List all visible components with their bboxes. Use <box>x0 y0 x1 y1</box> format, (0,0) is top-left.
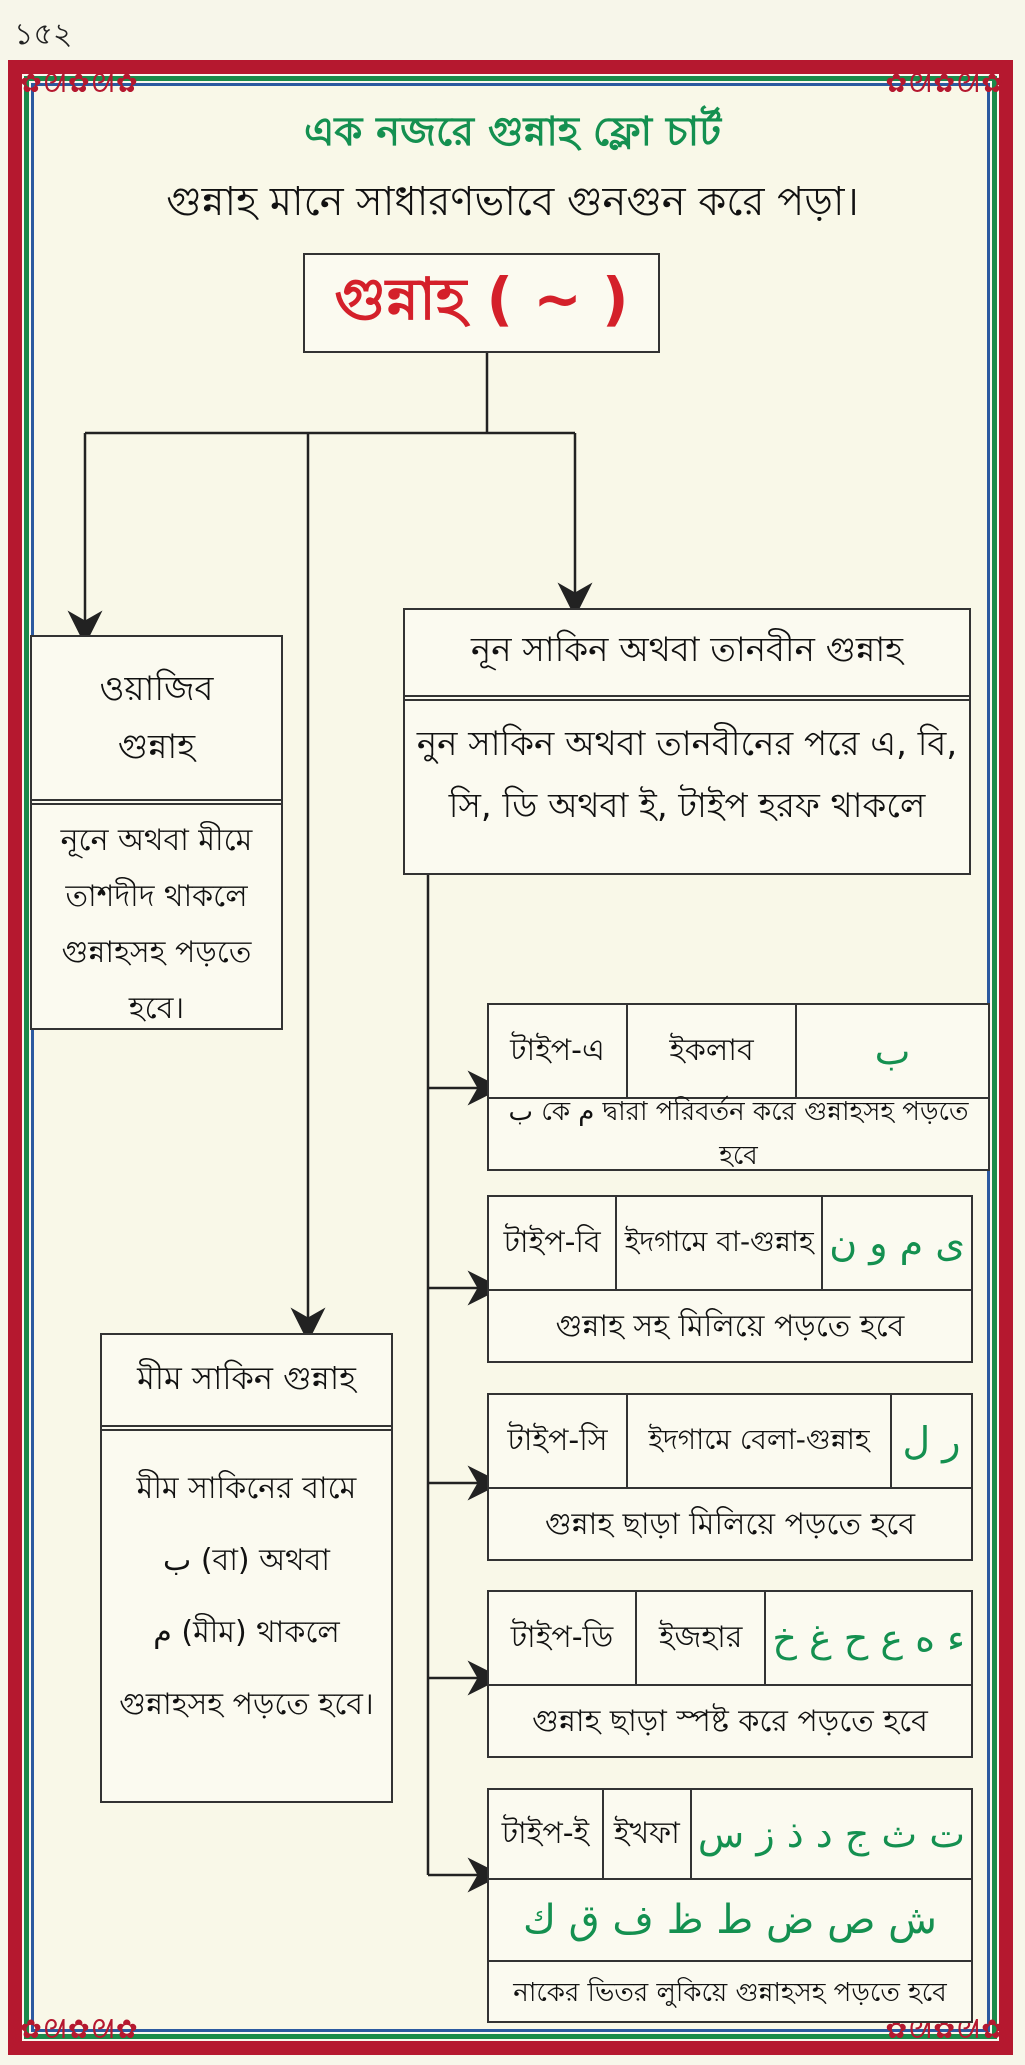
type-e-label: টাইপ-ই <box>489 1790 604 1878</box>
wajib-body-line2: তাশদীদ থাকলে <box>65 879 248 914</box>
meem-body-line3: م (মীম) থাকলে <box>153 1615 340 1650</box>
type-b-rule: গুন্নাহ সহ মিলিয়ে পড়তে হবে <box>555 1308 905 1344</box>
nun-body-line1: নুন সাকিন অথবা তানবীনের পরে এ, বি, <box>416 724 958 764</box>
chart-title: এক নজরে গুন্নাহ ফ্লো চার্ট <box>303 109 722 155</box>
meem-body-line1: মীম সাকিনের বামে <box>136 1471 357 1506</box>
ornament-top-left: ✿ᘛ✿ᘛ✿ <box>20 69 140 99</box>
type-d-name: ইজহার <box>637 1592 767 1684</box>
page-number: ১৫২ <box>14 17 73 52</box>
type-c-letters: ر ل <box>902 1419 961 1463</box>
meem-header: মীম সাকিন গুন্নাহ <box>102 1335 391 1431</box>
nun-header: নূন সাকিন অথবা তানবীন গুন্নাহ <box>405 610 969 701</box>
type-b-header-row: টাইপ-বি ইদগামে বা-গুন্নাহ ی م و ن <box>489 1197 971 1291</box>
wajib-ghunnah-box: ওয়াজিব গুন্নাহ নূনে অথবা মীমে তাশদীদ থা… <box>30 635 283 1030</box>
ornament-top-right: ✿ᘛ✿ᘛ✿ <box>885 69 1005 99</box>
type-b-name: ইদগামে বা-গুন্নাহ <box>617 1197 824 1289</box>
root-node: গুন্নাহ ( ~ ) <box>303 253 660 353</box>
wajib-header: ওয়াজিব গুন্নাহ <box>32 637 281 805</box>
chart-subtitle: গুন্নাহ মানে সাধারণভাবে গুনগুন করে পড়া। <box>166 179 859 225</box>
type-e-letters: ت ث ج د ذ ز س <box>697 1812 965 1856</box>
type-c-header-row: টাইপ-সি ইদগামে বেলা-গুন্নাহ ر ل <box>489 1395 971 1489</box>
root-label: গুন্নাহ ( ~ ) <box>334 264 629 333</box>
type-e-letters-row2: ش ص ض ط ظ ف ق ك <box>489 1880 971 1962</box>
ornament-bottom-left: ✿ᘛ✿ᘛ✿ <box>20 2015 140 2045</box>
wajib-title-line2: গুন্নাহ <box>117 727 196 767</box>
wajib-body-line1: নূনে অথবা মীমে <box>60 823 253 858</box>
type-d-letters: ء ه ع ح غ خ <box>772 1616 965 1660</box>
type-c-rule: গুন্নাহ ছাড়া মিলিয়ে পড়তে হবে <box>544 1506 916 1542</box>
type-a-box: টাইপ-এ ইকলাব ب ب কে م দ্বারা পরিবর্তন কর… <box>487 1003 990 1171</box>
type-e-rule: নাকের ভিতর লুকিয়ে গুন্নাহসহ পড়তে হবে <box>513 1977 947 2008</box>
type-a-rule: ب কে م দ্বারা পরিবর্তন করে গুন্নাহসহ পড়… <box>508 1097 969 1171</box>
wajib-body-line3: গুন্নাহসহ পড়তে হবে। <box>61 935 252 1026</box>
type-c-box: টাইপ-সি ইদগামে বেলা-গুন্নাহ ر ل গুন্নাহ … <box>487 1393 973 1561</box>
type-d-rule: গুন্নাহ ছাড়া স্পষ্ট করে পড়তে হবে <box>532 1703 928 1739</box>
type-b-letters: ی م و ن <box>829 1221 965 1265</box>
meem-body: মীম সাকিনের বামে ب (বা) অথবা م (মীম) থাক… <box>102 1431 391 1741</box>
nun-body-line2: সি, ডি অথবা ই, টাইপ হরফ থাকলে <box>448 786 926 826</box>
meem-sakin-box: মীম সাকিন গুন্নাহ মীম সাকিনের বামে ب (বা… <box>100 1333 393 1803</box>
meem-title: মীম সাকিন গুন্নাহ <box>137 1359 356 1397</box>
type-e-box: টাইপ-ই ইখফা ت ث ج د ذ ز س ش ص ض ط ظ ف ق … <box>487 1788 973 2023</box>
type-d-header-row: টাইপ-ডি ইজহার ء ه ع ح غ خ <box>489 1592 971 1686</box>
type-b-label: টাইপ-বি <box>489 1197 618 1289</box>
meem-body-line4: গুন্নাহসহ পড়তে হবে। <box>119 1687 374 1722</box>
type-c-label: টাইপ-সি <box>489 1395 628 1487</box>
type-a-header-row: টাইপ-এ ইকলাব ب <box>489 1005 988 1099</box>
type-e-name: ইখফা <box>604 1790 692 1878</box>
wajib-body: নূনে অথবা মীমে তাশদীদ থাকলে গুন্নাহসহ পড… <box>32 805 281 1037</box>
wajib-title-line1: ওয়াজিব <box>99 669 214 709</box>
type-d-label: টাইপ-ডি <box>489 1592 637 1684</box>
nun-sakin-box: নূন সাকিন অথবা তানবীন গুন্নাহ নুন সাকিন … <box>403 608 971 875</box>
type-a-name: ইকলাব <box>628 1005 797 1097</box>
type-a-label: টাইপ-এ <box>489 1005 628 1097</box>
nun-title: নূন সাকিন অথবা তানবীন গুন্নাহ <box>470 630 904 670</box>
type-a-letters: ب <box>874 1029 911 1073</box>
type-b-box: টাইপ-বি ইদগামে বা-গুন্নাহ ی م و ن গুন্না… <box>487 1195 973 1363</box>
type-d-box: টাইপ-ডি ইজহার ء ه ع ح غ خ গুন্নাহ ছাড়া … <box>487 1590 973 1758</box>
meem-body-line2: ب (বা) অথবা <box>163 1543 330 1578</box>
nun-body: নুন সাকিন অথবা তানবীনের পরে এ, বি, সি, ড… <box>405 701 969 837</box>
type-c-name: ইদগামে বেলা-গুন্নাহ <box>628 1395 892 1487</box>
inner-border <box>24 76 997 2039</box>
type-e-header-row: টাইপ-ই ইখফা ت ث ج د ذ ز س <box>489 1790 971 1880</box>
